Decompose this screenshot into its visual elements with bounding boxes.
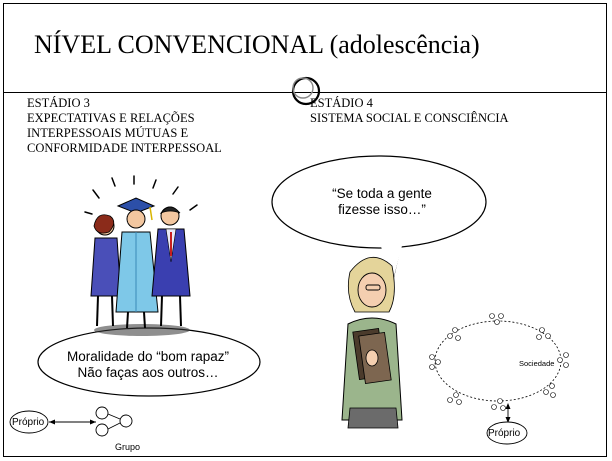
moral-bubble-text: Moralidade do “bom rapaz” Não faças aos …	[48, 349, 248, 381]
node-cluster	[447, 327, 461, 341]
node-cluster	[489, 313, 504, 325]
society-label: Sociedade	[519, 359, 555, 368]
group-nodes	[95, 406, 133, 437]
self-ellipse-right	[486, 421, 528, 445]
moral-bubble-line-1: Moralidade do “bom rapaz”	[66, 349, 230, 364]
node-cluster	[447, 392, 462, 405]
self-group-diagram	[9, 406, 133, 437]
group-label: Grupo	[115, 442, 141, 452]
stage-3-name: ESTÁDIO 3	[27, 96, 90, 110]
stage-4-block: ESTÁDIO 4 SISTEMA SOCIAL E CONSCIÊNCIA	[310, 96, 509, 126]
stage-3-block: ESTÁDIO 3 EXPECTATIVAS E RELAÇÕES INTERP…	[27, 96, 222, 156]
node-cluster	[536, 327, 551, 340]
stage-3-desc-line-2: INTERPESSOAIS MÚTUAS E	[27, 126, 189, 140]
speech-bubble-text: “Se toda a gente fizesse isso…”	[292, 186, 472, 218]
node-cluster	[491, 398, 506, 411]
stage-3-desc-line-3: CONFORMIDADE INTERPESSOAL	[27, 141, 222, 155]
speech-bubble-line-2: fizesse isso…”	[338, 202, 426, 217]
self-ellipse-left	[9, 410, 49, 434]
self-label-right: Próprio	[488, 428, 521, 439]
stage-3-desc-line-1: EXPECTATIVAS E RELAÇÕES	[27, 111, 195, 125]
speech-bubble-line-1: “Se toda a gente	[332, 186, 432, 201]
binder-ring-icon	[291, 76, 321, 106]
society-diagram	[429, 313, 569, 445]
moral-bubble-line-2: Não faças aos outros…	[77, 365, 219, 380]
stage-4-desc-line-1: SISTEMA SOCIAL E CONSCIÊNCIA	[310, 111, 509, 125]
node-cluster	[557, 352, 569, 368]
graduates-clipart	[84, 175, 198, 336]
speech-bubble	[271, 155, 487, 285]
node-cluster	[543, 383, 556, 398]
self-label-left: Próprio	[12, 417, 45, 428]
slide-title: NÍVEL CONVENCIONAL (adolescência)	[34, 30, 480, 59]
node-cluster	[429, 354, 441, 370]
title-divider	[4, 92, 606, 93]
stage-4-name: ESTÁDIO 4	[310, 96, 373, 110]
woman-with-books-clipart	[341, 257, 403, 429]
